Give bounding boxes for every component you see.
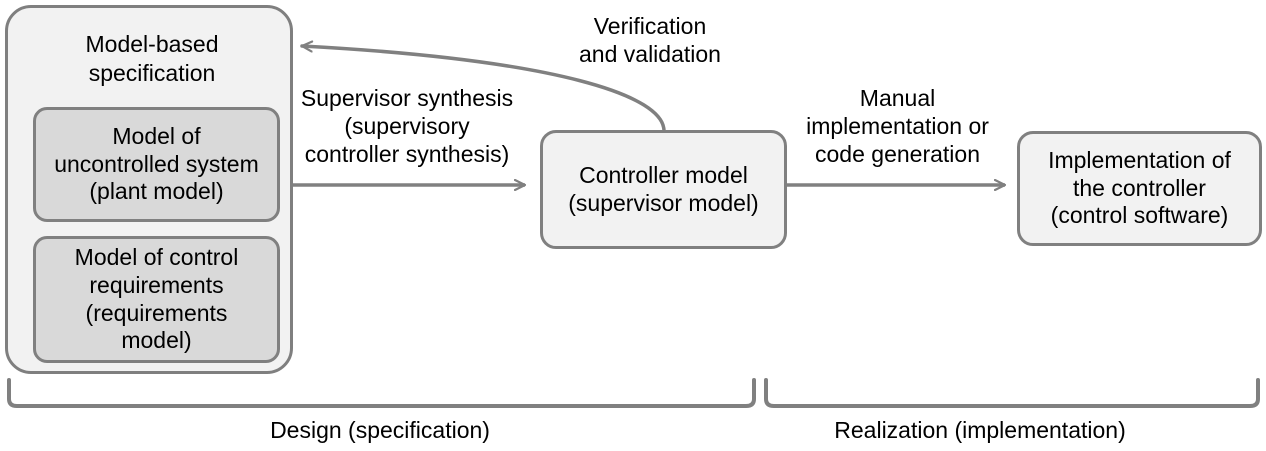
node-requirements-model[interactable]: Model of control requirements (requireme… — [33, 236, 280, 363]
phase-label-realization: Realization (implementation) — [834, 417, 1126, 443]
node-implementation[interactable]: Implementation of the controller (contro… — [1017, 131, 1262, 246]
group-title: Model-based specification — [85, 31, 219, 86]
node-controller-model[interactable]: Controller model (supervisor model) — [540, 130, 787, 249]
node-plant-model[interactable]: Model of uncontrolled system (plant mode… — [33, 107, 280, 222]
phase-label-design: Design (specification) — [270, 417, 490, 443]
group-model-based-specification[interactable]: Model-based specification Model of uncon… — [5, 5, 293, 374]
edge-label-verification-and-validation: Verification and validation — [579, 13, 721, 68]
edge-label-supervisor-synthesis: Supervisor synthesis (supervisory contro… — [300, 85, 514, 168]
brace-design — [7, 378, 756, 408]
brace-realization — [764, 378, 1260, 408]
edge-label-manual-implementation: Manual implementation or code generation — [806, 85, 989, 168]
